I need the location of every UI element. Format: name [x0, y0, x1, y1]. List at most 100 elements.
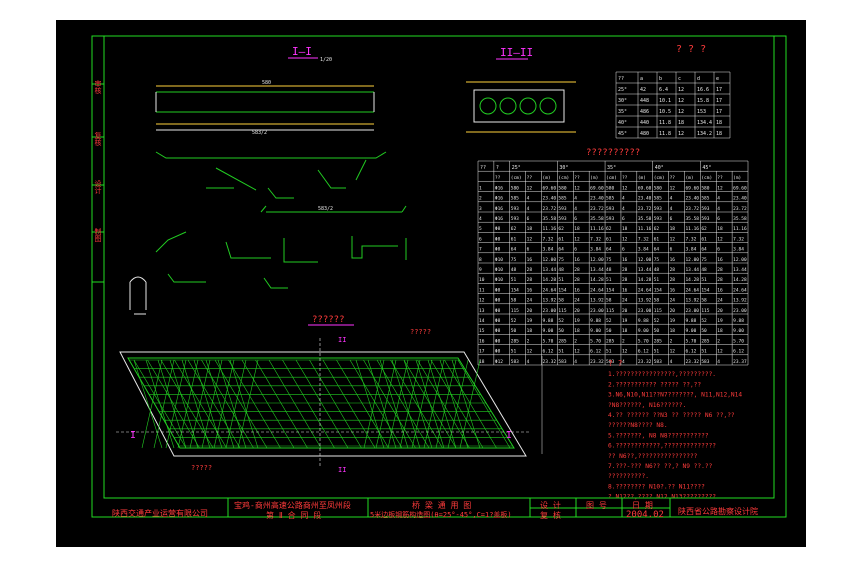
- qty-table-cell: 13.92: [733, 298, 747, 304]
- qty-table-cell: 583: [654, 359, 662, 365]
- qty-table-cell: 154: [558, 287, 566, 293]
- qty-table-cell: 35.58: [685, 216, 699, 222]
- plan-transverse-bar: [268, 359, 322, 449]
- qty-table-cell: 75: [654, 257, 660, 263]
- plan-transverse-bar: [214, 359, 268, 449]
- qty-table-cell: 593: [606, 206, 614, 212]
- qty-table-cell: 16: [527, 287, 533, 293]
- qty-table-cell: 23.72: [590, 206, 604, 212]
- small-table-cell: 153: [697, 109, 706, 115]
- qty-table-cell: 51: [701, 277, 707, 283]
- qty-table-cell: 58: [701, 298, 707, 304]
- small-table-cell: 30°: [618, 98, 627, 104]
- note-line: ?N8??????, N16??????.: [608, 402, 686, 409]
- plan-inner-outline: [127, 357, 515, 449]
- qty-table-cell: 6: [574, 216, 577, 222]
- small-table-cell: a: [640, 76, 643, 82]
- qty-table-cell: 4: [670, 359, 673, 365]
- plan-diagonal-bar: [399, 359, 421, 449]
- qty-table-cell: 4: [717, 206, 720, 212]
- qty-table-cell: 4: [574, 206, 577, 212]
- qty-table-cell: 14.28: [685, 277, 699, 283]
- qty-table-cell: 50: [558, 328, 564, 334]
- plan-transverse-bar: [336, 359, 389, 449]
- qty-table-cell: 28: [717, 277, 723, 283]
- qty-table-cell: 11.16: [590, 226, 604, 232]
- qty-table-cell: 61: [558, 236, 564, 242]
- qty-table-cell: 28: [622, 267, 628, 273]
- qty-table-cell: 6: [670, 247, 673, 253]
- rebar-detail-shapes: [155, 151, 407, 289]
- plan-transverse-bar: [363, 359, 416, 449]
- qty-table-cell: 3: [479, 206, 482, 212]
- qty-table-cell: 10: [479, 277, 485, 283]
- qty-table-cell: 1: [479, 185, 482, 191]
- small-table-cell: b: [659, 76, 662, 82]
- qty-table-cell: 5.70: [590, 338, 601, 344]
- qty-table-cell: 6: [670, 216, 673, 222]
- qty-table-cell: 6: [527, 247, 530, 253]
- qty-table-cell: 12: [622, 236, 628, 242]
- qty-table-cell: 50: [511, 328, 517, 334]
- qty-table-cell: 62: [558, 226, 564, 232]
- qty-table-cell: 75: [558, 257, 564, 263]
- plan-diagonal-bar: [391, 359, 421, 449]
- qty-table-cell: 69.60: [543, 185, 557, 191]
- qty-table-cell: 6: [622, 247, 625, 253]
- qty-table-cell: 12: [717, 349, 723, 355]
- small-table-cell: 486: [640, 109, 649, 115]
- note-line: ?? N6??,????????????????: [608, 453, 698, 460]
- qty-table-cell: 20: [622, 308, 628, 314]
- qty-table-cell: 8: [479, 257, 482, 263]
- qty-table-cell: 17: [479, 349, 485, 355]
- qty-table-cell: 52: [558, 318, 564, 324]
- qty-table-cell: 18: [717, 226, 723, 232]
- qty-table-cell: 12: [527, 185, 533, 191]
- qty-table-cell: Φ8: [495, 226, 501, 232]
- cad-drawing-viewport[interactable]: 审核 复核 设计 制图 I—I 1/20 580 583/2 583/2: [56, 20, 806, 547]
- qty-table-cell: 23.32: [590, 359, 604, 365]
- plan-transverse-bar: [295, 359, 349, 449]
- qty-table-cell: 13.92: [590, 298, 604, 304]
- qty-table-cell: 12.00: [638, 257, 652, 263]
- plan-transverse-bar: [430, 359, 484, 449]
- qty-table-cell: 4: [527, 359, 530, 365]
- plan-diagonal-bar: [153, 359, 175, 449]
- qty-table-cell: 23.00: [590, 308, 604, 314]
- plan-diagonal-bar: [237, 359, 259, 449]
- label-date: 日 期: [632, 501, 653, 510]
- qty-table-cell: 6.12: [590, 349, 601, 355]
- small-table-cell: 11.8: [659, 131, 671, 137]
- qty-table-cell: 12: [717, 236, 723, 242]
- qty-table-cell: 61: [701, 236, 707, 242]
- qty-table-cell: 51: [654, 277, 660, 283]
- qty-table-cell: 4: [717, 196, 720, 202]
- qty-table-cell: 64: [654, 247, 660, 253]
- qty-table-sub-header: (m): [543, 175, 551, 181]
- project-name-line2: 第 Ⅱ 合 同 段: [266, 511, 322, 520]
- plan-diagonal-bar: [189, 359, 211, 449]
- qty-table-cell: 23.72: [543, 206, 557, 212]
- qty-table-cell: 9.00: [685, 328, 696, 334]
- qty-table-cell: 24.64: [733, 287, 747, 293]
- qty-table-cell: 51: [511, 349, 517, 355]
- qty-table-cell: 13.44: [733, 267, 747, 273]
- qty-table-sub-header: (m): [685, 175, 693, 181]
- qty-table-cell: 7.32: [685, 236, 696, 242]
- qty-table-cell: 115: [606, 308, 614, 314]
- note-line: ? ?: [608, 359, 623, 368]
- qty-table-cell: 115: [654, 308, 662, 314]
- qty-table-cell: 16: [574, 287, 580, 293]
- qty-table-cell: 18: [479, 359, 485, 365]
- qty-table-cell: 16: [479, 338, 485, 344]
- plan-transverse-bar: [457, 359, 511, 449]
- qty-table-cell: 5.70: [685, 338, 696, 344]
- qty-table-cell: 16: [622, 257, 628, 263]
- qty-table-cell: 4: [527, 196, 530, 202]
- qty-table-cell: 9.88: [733, 318, 744, 324]
- qty-table-cell: 6: [574, 247, 577, 253]
- qty-table-cell: 18: [717, 328, 723, 334]
- section-2-title: II—II: [500, 46, 533, 59]
- qty-table-cell: 9.00: [590, 328, 601, 334]
- qty-table-cell: 593: [606, 216, 614, 222]
